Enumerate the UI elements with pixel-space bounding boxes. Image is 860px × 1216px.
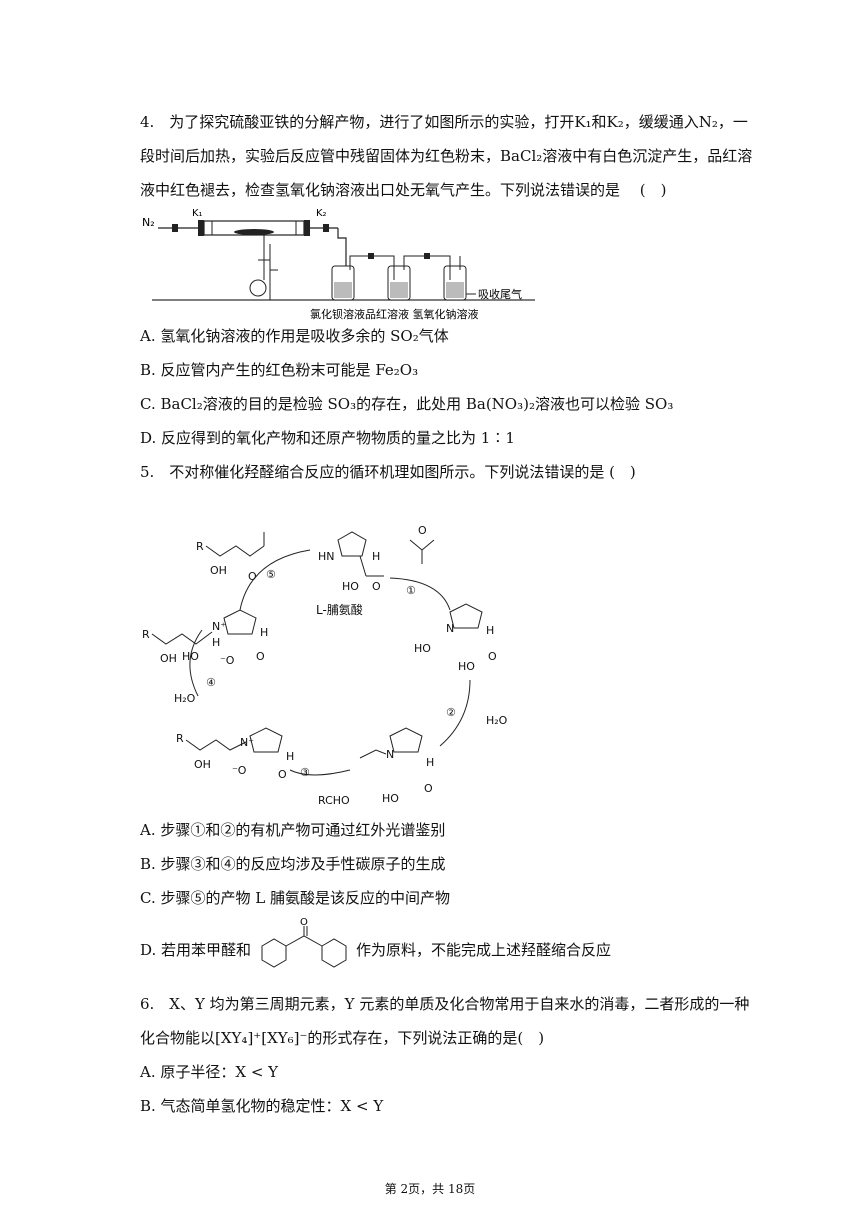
svg-text:R: R [142,628,150,641]
q4-stem-line3: 液中红色褪去，检查氢氧化钠溶液出口处无氧气产生。下列说法错误的是 ( ) [140,181,667,199]
q4-apparatus-figure: N₂ K₁ K₂ [142,208,535,321]
svg-text:⑤: ⑤ [266,568,276,581]
svg-text:OH: OH [210,564,227,577]
svg-text:O: O [488,650,497,663]
benzophenone-structure-icon: O [261,918,347,968]
svg-text:H: H [286,750,294,763]
q6-stem-line1: 6. X、Y 均为第三周期元素，Y 元素的单质及化合物常用于自来水的消毒，二者形… [140,995,750,1013]
svg-text:HO: HO [382,792,399,805]
svg-text:N⁺: N⁺ [240,736,254,749]
q4-stem-line2: 段时间后加热，实验后反应管中残留固体为红色粉末，BaCl₂溶液中有白色沉淀产生，… [140,147,753,165]
svg-text:HO: HO [458,660,475,673]
q6-stem-line2: 化合物能以[XY₄]⁺[XY₆]⁻的形式存在，下列说法正确的是( ) [140,1029,545,1047]
rcho-label: RCHO [318,794,350,807]
q4-option-d: D. 反应得到的氧化产物和还原产物物质的量之比为 1∶1 [140,429,515,447]
svg-text:O: O [278,768,287,781]
carbonyl-o-label: O [300,918,308,928]
tail-gas-label: 吸收尾气 [478,287,522,301]
svg-text:O: O [256,650,265,663]
svg-text:N⁺: N⁺ [212,620,226,633]
k1-label: K₁ [192,208,203,219]
q4-option-a: A. 氢氧化钠溶液的作用是吸收多余的 SO₂气体 [140,327,449,345]
svg-text:R: R [176,732,184,745]
svg-text:⁻O: ⁻O [220,654,235,667]
q5-option-a: A. 步骤①和②的有机产物可通过红外光谱鉴别 [140,821,446,839]
q4-option-c: C. BaCl₂溶液的目的是检验 SO₃的存在，此处用 Ba(NO₃)₂溶液也可… [140,395,674,413]
svg-text:O: O [424,782,433,795]
svg-text:HO: HO [342,580,359,593]
bottle-labels: 氯化钡溶液品红溶液 氢氧化钠溶液 [310,307,479,321]
q5-option-d-part2: 作为原料，不能完成上述羟醛缩合反应 [356,941,612,959]
h2o-in-label: H₂O [174,692,196,705]
svg-text:N: N [386,748,394,761]
svg-text:O: O [418,524,427,537]
q4-stem-line1: 4. 为了探究硫酸亚铁的分解产物，进行了如图所示的实验，打开K₁和K₂，缓缓通入… [140,113,748,131]
q5-stem: 5. 不对称催化羟醛缩合反应的循环机理如图所示。下列说法错误的是 ( ) [140,463,636,481]
svg-text:O: O [372,580,381,593]
svg-text:①: ① [406,584,416,597]
svg-text:⁻O: ⁻O [232,764,247,777]
svg-text:②: ② [446,706,456,719]
svg-text:H: H [372,550,380,563]
svg-text:H: H [212,636,220,649]
page-footer: 第 2页，共 18页 [384,1182,476,1196]
svg-text:H: H [486,624,494,637]
svg-text:HN: HN [318,550,335,563]
q4-option-b: B. 反应管内产生的红色粉末可能是 Fe₂O₃ [140,361,419,379]
svg-text:R: R [196,540,204,553]
q5-cycle-figure: HN H O HO L-脯氨酸 R OH O ⑤ ① O N H HO [142,524,508,807]
svg-text:H: H [426,756,434,769]
svg-text:③: ③ [300,766,310,779]
q5-option-d-part1: D. 若用苯甲醛和 [140,941,252,959]
svg-text:HO: HO [182,650,199,663]
svg-text:OH: OH [194,758,211,771]
svg-text:O: O [248,570,257,583]
q6-option-a: A. 原子半径：X < Y [140,1063,279,1081]
svg-text:HO: HO [414,642,431,655]
svg-text:OH: OH [160,652,177,665]
proline-label: L-脯氨酸 [316,602,363,617]
n2-label: N₂ [142,216,155,229]
q6-option-b: B. 气态简单氢化物的稳定性：X < Y [140,1097,384,1115]
q5-option-b: B. 步骤③和④的反应均涉及手性碳原子的生成 [140,855,446,873]
svg-text:H: H [260,626,268,639]
k2-label: K₂ [316,208,327,219]
svg-text:④: ④ [206,676,216,689]
q5-option-c: C. 步骤⑤的产物 L 脯氨酸是该反应的中间产物 [140,889,450,907]
h2o-out-label: H₂O [486,714,508,727]
svg-text:N: N [446,622,454,635]
